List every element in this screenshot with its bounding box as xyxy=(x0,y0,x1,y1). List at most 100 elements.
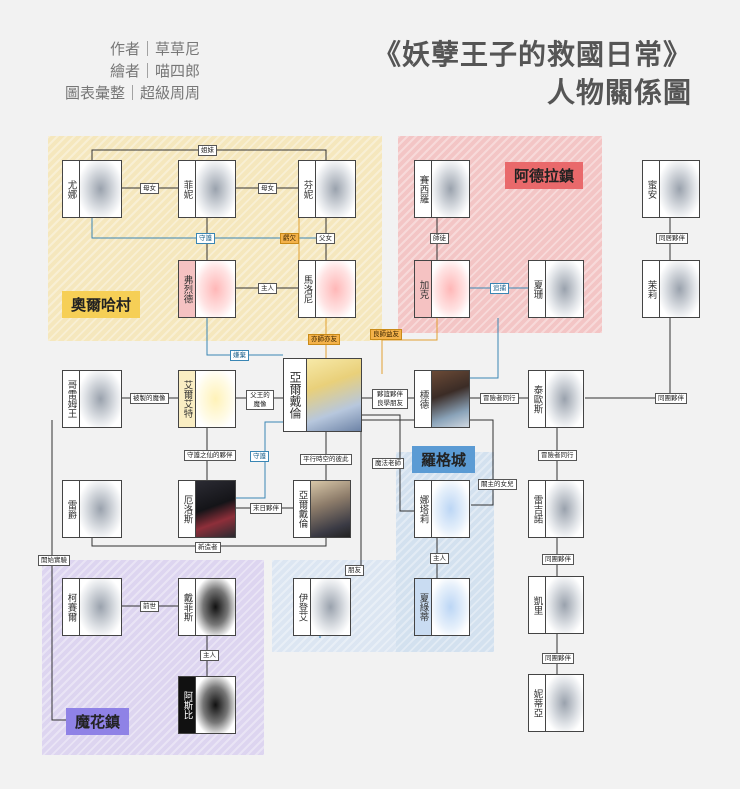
region-label-aoerha: 奧爾哈村 xyxy=(62,291,141,318)
character-name: 茉莉 xyxy=(643,261,660,317)
character-name: 夏綠蒂 xyxy=(415,579,432,635)
rel-father-daughter: 父女 xyxy=(316,233,335,244)
rel-guard-2: 守護 xyxy=(250,451,269,462)
character-card-feini: 菲妮 xyxy=(178,160,236,218)
rel-mother-2: 母女 xyxy=(258,183,277,194)
rel-female-friend: 關主的女兒 xyxy=(478,479,517,490)
rel-dislike: 嫌棄 xyxy=(230,350,249,361)
page-title: 《妖孽王子的救國日常》 人物關係圖 xyxy=(373,36,692,112)
portrait-placeholder xyxy=(660,261,699,317)
character-name: 雷吉諾 xyxy=(529,481,546,537)
rel-owe: 虧欠 xyxy=(280,233,299,244)
rel-guard-1: 守護 xyxy=(196,233,215,244)
rel-master-2: 主人 xyxy=(430,553,449,564)
character-name: 雷爵 xyxy=(63,481,80,537)
character-name: 伊登艾 xyxy=(294,579,311,635)
rel-master-3: 主人 xyxy=(200,650,219,661)
credit-compiler: 圖表彙整｜超級周周 xyxy=(64,84,200,102)
portrait-placeholder xyxy=(80,481,121,537)
character-card-fuliede: 弗烈德 xyxy=(178,260,236,318)
rel-mentor-friend: 亦師亦友 xyxy=(308,334,340,345)
portrait-biande xyxy=(432,371,469,427)
portrait-placeholder xyxy=(432,579,469,635)
character-name: 戴菲斯 xyxy=(179,579,196,635)
portrait-placeholder xyxy=(196,161,235,217)
character-card-gusilo: 賽西羅 xyxy=(414,160,470,218)
character-card-yaerdailun-2: 亞爾戴倫 xyxy=(293,480,351,538)
character-card-shigude: 哥雷姆王 xyxy=(62,370,122,428)
rel-cooperation: 平行時空的彼此 xyxy=(300,454,352,465)
character-name: 亞爾戴倫 xyxy=(284,359,307,431)
character-card-daifeisi: 戴菲斯 xyxy=(178,578,236,636)
character-name: 厄洛斯 xyxy=(179,481,196,537)
character-card-jiake: 加克 xyxy=(414,260,470,318)
character-card-taiousi: 泰歐斯 xyxy=(528,370,584,428)
character-name: 標德 xyxy=(415,371,432,427)
character-card-aierate: 艾爾艾特 xyxy=(178,370,236,428)
rel-risk-2: 冒險者同行 xyxy=(538,450,577,461)
character-name: 馬洛尼 xyxy=(299,261,316,317)
portrait-placeholder xyxy=(432,161,469,217)
rel-companion-top: 同團夥伴 xyxy=(655,393,687,404)
portrait-placeholder xyxy=(316,261,355,317)
character-name: 娜塔莉 xyxy=(415,481,432,537)
rel-experiment: 開始實驗 xyxy=(38,555,70,566)
character-card-yideng: 伊登艾 xyxy=(293,578,351,636)
character-name: 亞爾戴倫 xyxy=(294,481,311,537)
character-card-maluoni: 馬洛尼 xyxy=(298,260,356,318)
character-name: 芬妮 xyxy=(299,161,316,217)
rel-risk: 冒險者同行 xyxy=(480,393,519,404)
character-card-biande: 標德 xyxy=(414,370,470,428)
character-card-kesaier: 柯賽爾 xyxy=(62,578,122,636)
title-line-2: 人物關係圖 xyxy=(546,76,692,109)
rel-lover-1: 同居夥伴 xyxy=(656,233,688,244)
character-card-moli: 茉莉 xyxy=(642,260,700,318)
portrait-placeholder xyxy=(196,371,235,427)
rel-hunt: 被製的魔像 xyxy=(130,393,169,404)
character-name: 泰歐斯 xyxy=(529,371,546,427)
portrait-placeholder xyxy=(196,677,235,733)
rel-companion-2: 同團夥伴 xyxy=(542,554,574,565)
portrait-placeholder xyxy=(546,675,583,731)
character-card-yaerdailun: 亞爾戴倫 xyxy=(283,358,362,432)
character-name: 哥雷姆王 xyxy=(63,371,80,427)
character-name: 蜜安 xyxy=(643,161,660,217)
character-name: 菲妮 xyxy=(179,161,196,217)
character-card-nidiya: 妮蒂亞 xyxy=(528,674,584,732)
character-name: 弗烈德 xyxy=(179,261,196,317)
character-name: 夏珊 xyxy=(529,261,546,317)
character-name: 尤娜 xyxy=(63,161,80,217)
rel-guard-ally: 守護之仙的夥伴 xyxy=(184,450,236,461)
character-name: 妮蒂亞 xyxy=(529,675,546,731)
character-card-kaili: 凱里 xyxy=(528,576,584,634)
credit-author: 作者｜草草尼 xyxy=(109,40,200,58)
portrait-placeholder xyxy=(660,161,699,217)
rel-chase: 追捕 xyxy=(490,283,509,294)
rel-friend: 朋友 xyxy=(345,565,364,576)
portrait-placeholder xyxy=(546,371,583,427)
portrait-placeholder xyxy=(80,161,121,217)
credit-illustrator: 繪者｜喵四郎 xyxy=(109,62,200,80)
rel-partners: 夥誼夥伴 良學朋友 xyxy=(372,389,408,409)
rel-magic-teacher: 魔法老師 xyxy=(372,458,404,469)
rel-companion-3: 同團夥伴 xyxy=(542,653,574,664)
portrait-yaerdailun xyxy=(307,359,361,431)
character-name: 凱里 xyxy=(529,577,546,633)
portrait-placeholder xyxy=(316,161,355,217)
portrait-placeholder xyxy=(546,577,583,633)
region-label-luogecheng: 羅格城 xyxy=(412,446,476,473)
portrait-placeholder xyxy=(432,481,469,537)
character-card-fenni: 芬妮 xyxy=(298,160,356,218)
portrait-placeholder xyxy=(432,261,469,317)
portrait-placeholder xyxy=(80,579,121,635)
character-card-asibi: 阿斯比 xyxy=(178,676,236,734)
rel-past-life: 前世 xyxy=(140,601,159,612)
character-name: 柯賽爾 xyxy=(63,579,80,635)
rel-hunter: 末日夥伴 xyxy=(250,503,282,514)
character-name: 加克 xyxy=(415,261,432,317)
character-card-leijinuo: 雷吉諾 xyxy=(528,480,584,538)
character-card-xiashan: 夏珊 xyxy=(528,260,584,318)
portrait-placeholder xyxy=(80,371,121,427)
character-card-eluosi: 厄洛斯 xyxy=(178,480,236,538)
region-label-mohua: 魔花鎮 xyxy=(66,708,130,735)
